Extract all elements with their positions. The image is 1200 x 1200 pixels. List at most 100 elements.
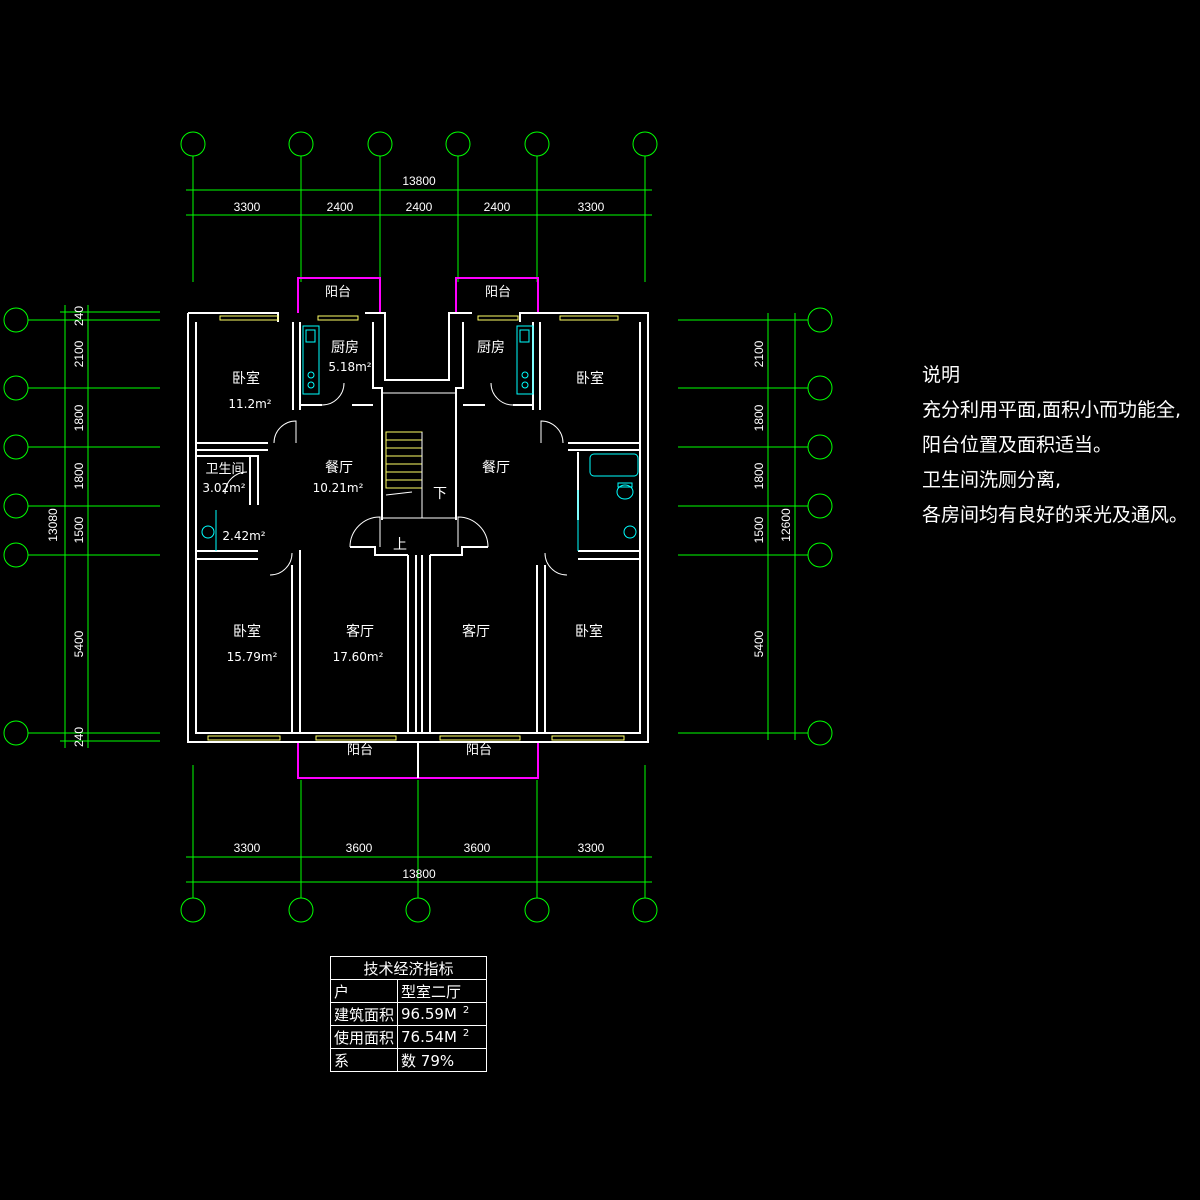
table-title: 技术经济指标 [329, 956, 488, 980]
stair-door-swing [457, 516, 489, 548]
door-swing [321, 382, 345, 406]
axis-bubble [3, 542, 29, 568]
living-area: 17.60m² [333, 650, 384, 664]
bathroom-area: 3.02m² [202, 481, 245, 495]
dining-label: 餐厅 [325, 460, 353, 476]
bedroom-area: 15.79m² [227, 650, 278, 664]
axis-bubble [807, 493, 833, 519]
stair-enclosure [381, 392, 457, 519]
axis-grid [3, 131, 833, 923]
window [559, 315, 619, 321]
dining-area: 10.21m² [313, 481, 364, 495]
table-value: 型室二厅 [397, 979, 488, 1003]
window [219, 315, 279, 321]
bathroom-label: 卫生间 [205, 462, 244, 477]
left-dim-6: 5400 [72, 630, 86, 657]
axis-bubble [288, 897, 314, 923]
stair-up-label: 上 [393, 537, 407, 553]
axis-bubble [3, 720, 29, 746]
left-dim-5: 1500 [72, 516, 86, 543]
notes-line: 充分利用平面,面积小而功能全, [922, 399, 1182, 421]
top-dim-1: 3300 [234, 200, 261, 214]
design-notes: 说明 充分利用平面,面积小而功能全, 阳台位置及面积适当。 卫生间洗厕分离, 各… [922, 358, 1188, 533]
axis-bubble [180, 131, 206, 157]
table-label: 使用面积 [329, 1025, 399, 1049]
bottom-total-dim: 13800 [402, 867, 436, 881]
balcony-top-left [297, 277, 381, 313]
washbasin-icon [201, 525, 215, 539]
door-swing [269, 552, 293, 576]
top-total-dim: 13800 [402, 174, 436, 188]
notes-line: 各房间均有良好的采光及通风。 [922, 504, 1189, 526]
table-label: 系 [329, 1048, 399, 1072]
notes-title: 说明 [922, 364, 961, 386]
axis-bubble [632, 897, 658, 923]
axis-bubble [3, 307, 29, 333]
doors [224, 382, 568, 576]
balcony-label: 阳台 [325, 285, 351, 300]
window [477, 315, 519, 321]
outer-wall [187, 312, 649, 743]
door-swing [273, 420, 297, 444]
door-swing [540, 420, 564, 444]
door-swing [224, 471, 248, 495]
axis-bubble [3, 434, 29, 460]
sink-icon [519, 329, 530, 343]
top-dim-4: 2400 [484, 200, 511, 214]
stairs [385, 431, 423, 518]
window [315, 735, 397, 741]
balcony-label: 阳台 [347, 743, 373, 758]
living-label: 客厅 [462, 623, 490, 640]
kitchen-counter [302, 325, 320, 395]
right-dim-5: 5400 [752, 630, 766, 657]
left-dim-7: 240 [72, 727, 86, 747]
table-value: 数 79% [397, 1048, 488, 1072]
right-dim-4: 1500 [752, 516, 766, 543]
left-dim-1: 240 [72, 306, 86, 326]
bathtub-icon [589, 453, 639, 477]
axis-bubble [524, 897, 550, 923]
left-dim-2: 2100 [72, 340, 86, 367]
balconies [297, 277, 539, 779]
left-total-dim: 13080 [46, 508, 60, 542]
stair-notch-wall [365, 312, 472, 381]
left-dim-3: 1800 [72, 404, 86, 431]
top-dim-2: 2400 [327, 200, 354, 214]
stove-burner-icon [307, 371, 315, 379]
bottom-dim-3: 3600 [464, 841, 491, 855]
balcony-label: 阳台 [466, 743, 492, 758]
door-swing [490, 382, 514, 406]
axis-bubble [367, 131, 393, 157]
right-total-dim: 12600 [779, 508, 793, 542]
axis-bubble [405, 897, 431, 923]
living-label: 客厅 [346, 623, 374, 640]
axis-bubble [288, 131, 314, 157]
table-label: 户 [329, 979, 399, 1003]
axis-bubble [807, 434, 833, 460]
notes-line: 卫生间洗厕分离, [922, 469, 1062, 491]
window [551, 735, 625, 741]
toilet-icon [616, 484, 634, 500]
axis-bubble [445, 131, 471, 157]
bottom-dim-1: 3300 [234, 841, 261, 855]
bedroom-area: 11.2m² [228, 397, 271, 411]
window [207, 735, 281, 741]
outer-wall-inner [195, 322, 641, 734]
right-dim-3: 1800 [752, 462, 766, 489]
stove-burner-icon [521, 371, 529, 379]
stair-down-label: 下 [433, 486, 447, 502]
door-swing [544, 552, 568, 576]
axis-bubble [524, 131, 550, 157]
axis-bubble [180, 897, 206, 923]
fixtures [201, 325, 639, 551]
kitchen-label: 厨房 [331, 340, 359, 356]
top-dim-5: 3300 [578, 200, 605, 214]
stove-burner-icon [307, 381, 315, 389]
kitchen-counter [516, 325, 534, 395]
balcony-top-right [455, 277, 539, 313]
top-dim-3: 2400 [406, 200, 433, 214]
stair-door-swing [349, 516, 381, 548]
